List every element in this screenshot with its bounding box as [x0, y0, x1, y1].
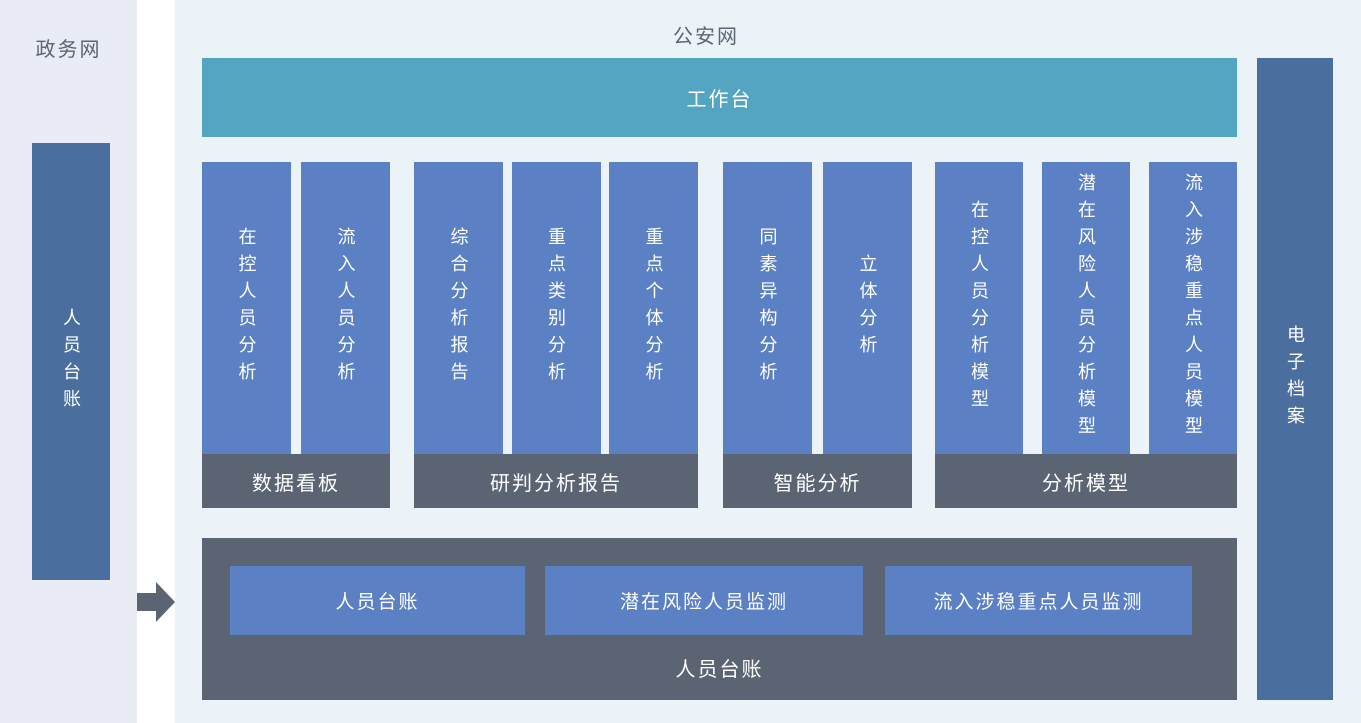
group-footer-analysis-models: 分析模型 [935, 454, 1237, 508]
personnel-ledger-block: 人员台账 [230, 566, 525, 635]
group-footer-data-dashboard: 数据看板 [202, 454, 390, 508]
inflow-stability-monitoring-block: 流入涉稳重点人员监测 [885, 566, 1192, 635]
workbench-bar: 工作台 [202, 58, 1237, 137]
module-label: 同素异构分析 [757, 227, 778, 389]
gov-network-title: 政务网 [35, 39, 102, 61]
group-analysis-models: 在控人员分析模型 潜在风险人员分析模型 流入涉稳重点人员模型 分析模型 [935, 162, 1237, 508]
potential-risk-monitoring-block: 潜在风险人员监测 [545, 566, 863, 635]
workbench-bar-label: 工作台 [686, 89, 753, 111]
module-label: 重点类别分析 [546, 227, 566, 389]
group-data-dashboard: 在控人员分析 流入人员分析 数据看板 [202, 162, 390, 508]
module-key-category-analysis: 重点类别分析 [511, 162, 601, 454]
module-label: 综合分析报告 [448, 227, 469, 389]
module-inflow-stability-personnel-model: 流入涉稳重点人员模型 [1149, 162, 1237, 454]
module-stereo-analysis: 立体分析 [823, 162, 912, 454]
personnel-ledger-box: 人员台账 潜在风险人员监测 流入涉稳重点人员监测 人员台账 [202, 538, 1237, 700]
group-footer-intelligent-analysis: 智能分析 [723, 454, 912, 508]
module-label: 流入涉稳重点人员模型 [1183, 173, 1203, 443]
module-key-individual-analysis: 重点个体分析 [609, 162, 698, 454]
module-potential-risk-personnel-model: 潜在风险人员分析模型 [1042, 162, 1130, 454]
electronic-archives-bar-label: 电子档案 [1285, 325, 1305, 433]
group-analysis-reports: 综合分析报告 重点类别分析 重点个体分析 研判分析报告 [414, 162, 698, 508]
module-label: 重点个体分析 [643, 227, 664, 389]
electronic-archives-bar: 电子档案 [1257, 58, 1333, 700]
module-in-control-personnel-model: 在控人员分析模型 [935, 162, 1023, 454]
personnel-ledger-side-bar-label: 人员台账 [61, 307, 81, 416]
module-in-control-personnel-analysis: 在控人员分析 [202, 162, 291, 454]
personnel-ledger-side-bar: 人员台账 [32, 143, 110, 580]
module-label: 立体分析 [857, 254, 878, 362]
module-isomer-analysis: 同素异构分析 [723, 162, 812, 454]
gov-network-panel: 政务网 人员台账 [0, 0, 137, 723]
group-footer-analysis-reports: 研判分析报告 [414, 454, 698, 508]
module-label: 流入人员分析 [335, 227, 356, 389]
module-label: 潜在风险人员分析模型 [1076, 173, 1096, 443]
police-network-title: 公安网 [673, 26, 739, 48]
module-label: 在控人员分析 [236, 227, 257, 389]
module-inflow-personnel-analysis: 流入人员分析 [301, 162, 390, 454]
group-intelligent-analysis: 同素异构分析 立体分析 智能分析 [723, 162, 912, 508]
police-network-panel: 公安网 工作台 在控人员分析 流入人员分析 数据看板 综合分析报告 重点类别分析… [175, 0, 1361, 723]
module-comprehensive-analysis-report: 综合分析报告 [414, 162, 503, 454]
personnel-ledger-box-label: 人员台账 [675, 659, 764, 681]
module-label: 在控人员分析模型 [969, 200, 989, 416]
right-arrow-icon [137, 582, 175, 622]
